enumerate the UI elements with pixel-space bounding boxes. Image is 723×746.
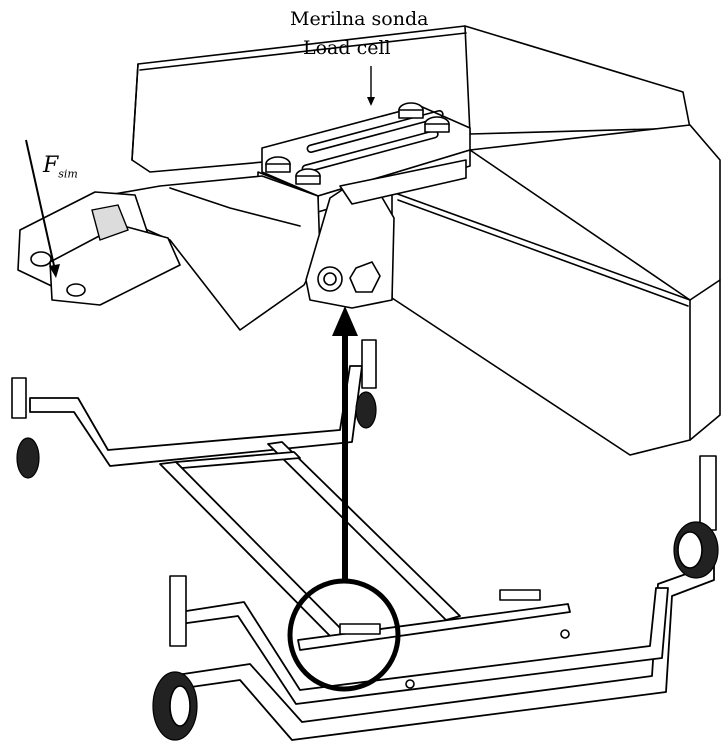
square-tube-beam — [131, 25, 721, 456]
load-cell-arrow-icon — [367, 66, 375, 106]
force-symbol: F — [43, 153, 59, 178]
upward-arrow-icon — [332, 306, 358, 582]
force-arrow-icon — [25, 139, 60, 278]
bolt-nut-icon — [265, 102, 450, 185]
caster-wheel-icon — [11, 339, 719, 741]
pin-nut-icon — [349, 261, 381, 293]
hitch-arm — [17, 175, 321, 331]
force-subscript: sim — [58, 167, 78, 181]
force-label: Fsim — [43, 153, 78, 180]
load-cell-label-slovenian: Merilna sonda — [290, 8, 429, 30]
pin-bracket — [305, 159, 467, 309]
mounting-tab-icon — [339, 589, 570, 689]
load-cell-label-english: Load cell — [303, 37, 391, 59]
